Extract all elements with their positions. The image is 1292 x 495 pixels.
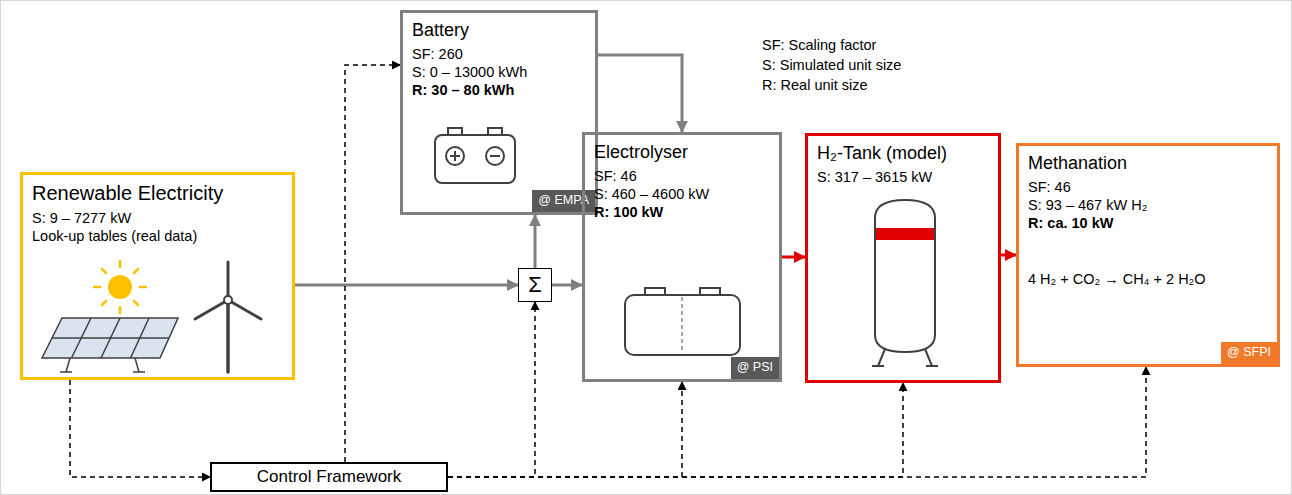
source-box: Renewable Electricity S: 9 – 7277 kWLook-… <box>20 172 295 380</box>
box-title: Electrolyser <box>594 141 770 164</box>
control-signal <box>448 367 1146 477</box>
control-signal <box>345 65 400 462</box>
box-text: S: 460 – 4600 kW <box>594 185 770 203</box>
control-signal <box>448 302 535 477</box>
institute-badge: @ PSI <box>731 357 779 379</box>
box-text: S: 317 – 3615 kW <box>817 168 989 186</box>
power-flow <box>552 284 582 287</box>
box-text: S: 0 – 13000 kWh <box>412 63 586 81</box>
electrolyser-box: ElectrolyserSF: 46S: 460 – 4600 kWR: 100… <box>582 132 782 382</box>
box-text: 4 H₂ + CO₂ → CH₄ + 2 H₂O <box>1028 270 1268 288</box>
sun-icon <box>94 261 146 313</box>
box-text: SF: 46 <box>594 167 770 185</box>
control-signal <box>448 382 682 477</box>
legend-note: SF: Scaling factor <box>762 36 876 54</box>
box-title: Battery <box>412 19 586 42</box>
sum-block: Σ <box>518 268 552 302</box>
box-text: SF: 260 <box>412 45 586 63</box>
box-title: Methanation <box>1028 152 1268 175</box>
hydrogen-flow <box>782 256 805 259</box>
box-text: Control Framework <box>257 466 402 487</box>
control-signal <box>448 383 903 477</box>
legend-note: S: Simulated unit size <box>762 56 901 74</box>
box-text: S: 9 – 7277 kW <box>32 209 283 227</box>
institute-badge: @ SFPI <box>1221 342 1277 364</box>
power-flow <box>598 55 682 132</box>
box-text: R: 30 – 80 kWh <box>412 81 586 99</box>
solar-panel-icon <box>42 318 178 372</box>
box-title: H₂-Tank (model) <box>817 142 989 165</box>
institute-name: @ PSI <box>737 360 773 376</box>
box-text: Σ <box>528 271 542 299</box>
power-flow <box>534 215 537 268</box>
box-text: S: 93 – 467 kW H₂ <box>1028 196 1268 214</box>
tank-box: H₂-Tank (model) S: 317 – 3615 kW <box>805 133 1001 383</box>
methanation-box: MethanationSF: 46S: 93 – 467 kW H₂R: ca.… <box>1016 143 1280 367</box>
box-text: SF: 46 <box>1028 178 1268 196</box>
institute-badge: @ EMPA <box>532 190 595 212</box>
battery-box: BatterySF: 260S: 0 – 13000 kWhR: 30 – 80… <box>400 10 598 215</box>
control-signal <box>70 380 210 477</box>
tank-icon <box>872 200 938 366</box>
box-text: R: 100 kW <box>594 203 770 221</box>
box-title: Renewable Electricity <box>32 181 283 206</box>
wind-turbine-icon <box>195 262 261 372</box>
electrolyser-icon <box>625 288 740 355</box>
control-box: Control Framework <box>210 462 448 492</box>
battery-icon <box>435 128 515 183</box>
box-text: Look-up tables (real data) <box>32 227 283 245</box>
institute-name: @ SFPI <box>1227 345 1271 361</box>
legend-note: R: Real unit size <box>762 76 868 94</box>
hydrogen-flow <box>1001 254 1016 257</box>
power-flow <box>295 284 518 287</box>
box-text: R: ca. 10 kW <box>1028 214 1268 232</box>
